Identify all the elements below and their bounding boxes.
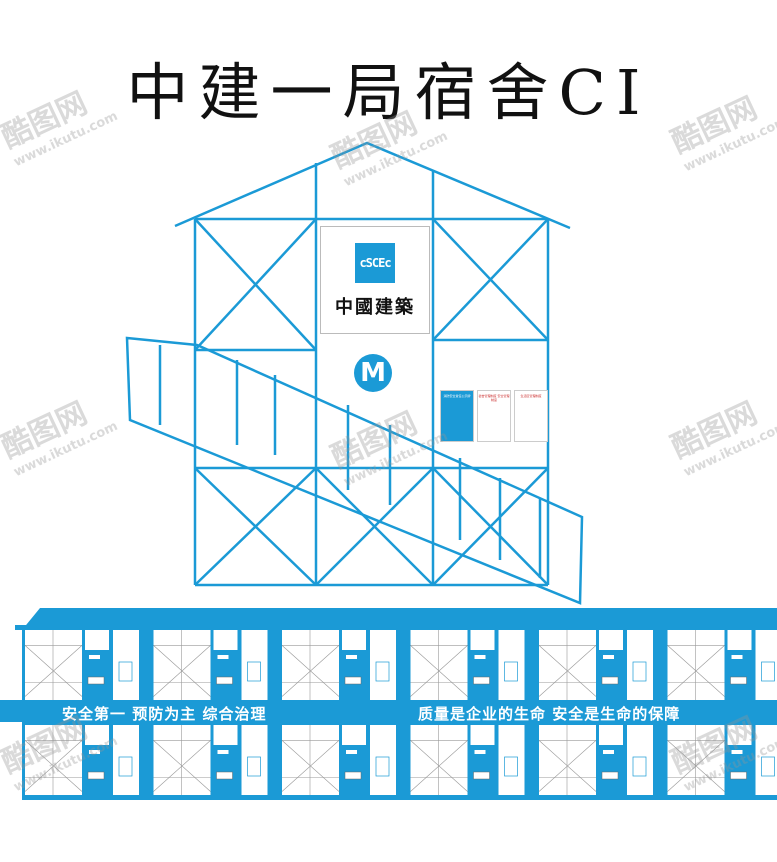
slogan-right: 质量是企业的生命 安全是生命的保障 xyxy=(418,705,681,723)
door-notice xyxy=(632,661,647,682)
room-sign xyxy=(87,771,105,780)
room-sign xyxy=(87,676,105,685)
room-sign xyxy=(730,676,747,685)
window-frame-line xyxy=(281,740,340,792)
transom-window xyxy=(727,725,752,745)
window xyxy=(410,630,468,700)
window xyxy=(282,725,339,795)
transom-window xyxy=(599,630,623,650)
room-number-plate xyxy=(217,655,229,659)
transom-window xyxy=(213,630,238,650)
window xyxy=(25,630,82,700)
room-number-plate xyxy=(346,750,357,754)
cscec-logo-text: 中國建築 xyxy=(335,297,415,318)
notice-board: 宿舍管理制度 安全管理制度 xyxy=(477,390,511,442)
staircase xyxy=(125,336,584,605)
room-number-plate xyxy=(89,655,100,659)
room-number-plate xyxy=(731,655,743,659)
door-notice xyxy=(375,661,390,682)
window xyxy=(25,725,82,795)
window-frame-line xyxy=(24,645,83,697)
window xyxy=(410,725,468,795)
roof xyxy=(15,608,777,630)
window-frame-line xyxy=(667,740,725,792)
transom-window xyxy=(85,725,109,745)
door-notice xyxy=(375,756,390,777)
room-sign xyxy=(473,771,490,780)
notice-board: 生活区管理制度 xyxy=(514,390,548,442)
window-frame-line xyxy=(153,740,211,792)
window xyxy=(539,725,596,795)
room-number-plate xyxy=(474,750,486,754)
transom-window xyxy=(342,725,366,745)
room-number-plate xyxy=(217,750,229,754)
window xyxy=(282,630,339,700)
window-frame-line xyxy=(538,645,597,697)
transom-window xyxy=(342,630,366,650)
page-title: 中建一局宿舍CI xyxy=(126,56,651,129)
door-notice xyxy=(504,661,518,682)
window-frame-line xyxy=(410,645,468,697)
window xyxy=(539,630,596,700)
room-sign xyxy=(601,676,619,685)
window-frame-line xyxy=(24,740,83,792)
window-frame-line xyxy=(281,645,340,697)
door-notice xyxy=(118,756,133,777)
room-sign xyxy=(730,771,747,780)
room-sign xyxy=(216,771,233,780)
dormitory-building xyxy=(0,608,777,800)
room-sign xyxy=(344,676,362,685)
window xyxy=(153,630,211,700)
notice-board: 消防安全责任公示牌 xyxy=(440,390,474,442)
door-notice xyxy=(761,756,775,777)
room-number-plate xyxy=(603,750,614,754)
transom-window xyxy=(470,725,495,745)
room-sign xyxy=(473,676,490,685)
window-frame-line xyxy=(667,645,725,697)
room-sign xyxy=(216,676,233,685)
room-number-plate xyxy=(474,655,486,659)
cscec-logo: cSCEc 中國建築 xyxy=(320,226,430,334)
room-number-plate xyxy=(346,655,357,659)
metro-m-badge: M xyxy=(354,354,392,392)
door-notice xyxy=(118,661,133,682)
window-frame-line xyxy=(153,645,211,697)
door-notice xyxy=(247,661,261,682)
house-frame xyxy=(174,141,571,587)
slogan-band xyxy=(0,700,777,722)
cscec-logo-mark: cSCEc xyxy=(355,243,395,283)
door-notice xyxy=(632,756,647,777)
notice-title: 宿舍管理制度 安全管理制度 xyxy=(478,394,510,402)
transom-window xyxy=(599,725,623,745)
door-notice xyxy=(761,661,775,682)
room-sign xyxy=(601,771,619,780)
window-frame-line xyxy=(538,740,597,792)
transom-window xyxy=(470,630,495,650)
notice-title: 生活区管理制度 xyxy=(520,394,542,398)
door-notice xyxy=(504,756,518,777)
transom-window xyxy=(213,725,238,745)
room-number-plate xyxy=(603,655,614,659)
window-frame-line xyxy=(410,740,468,792)
room-sign xyxy=(344,771,362,780)
window xyxy=(667,725,725,795)
door-notice xyxy=(247,756,261,777)
notice-title: 消防安全责任公示牌 xyxy=(443,394,471,398)
room-number-plate xyxy=(731,750,743,754)
slogan-left: 安全第一 预防为主 综合治理 xyxy=(62,705,267,723)
transom-window xyxy=(727,630,752,650)
window xyxy=(153,725,211,795)
transom-window xyxy=(85,630,109,650)
window xyxy=(667,630,725,700)
notice-boards: 消防安全责任公示牌 宿舍管理制度 安全管理制度 生活区管理制度 xyxy=(440,390,548,442)
room-number-plate xyxy=(89,750,100,754)
